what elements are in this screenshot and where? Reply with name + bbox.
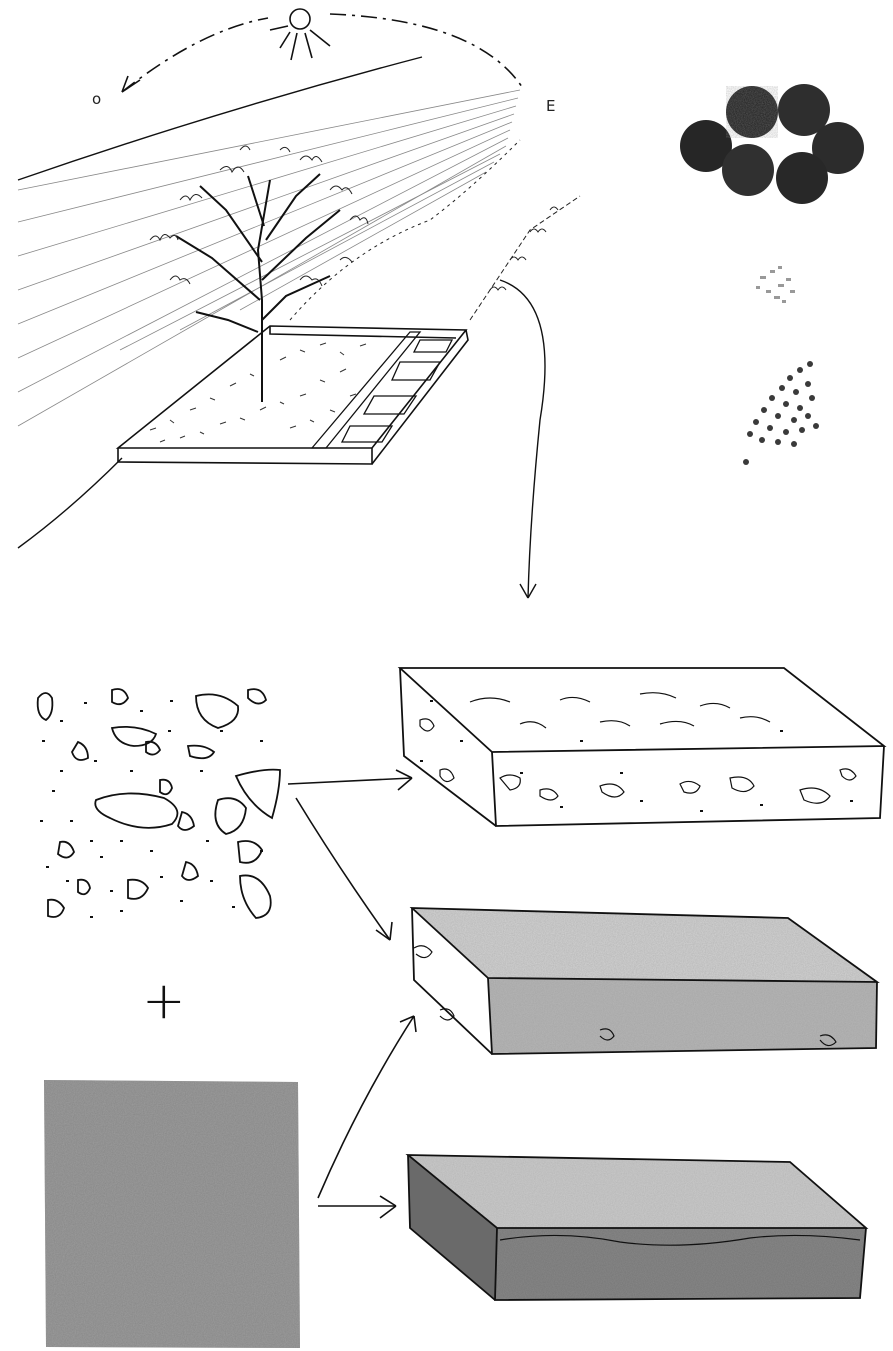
raised-bed-frame xyxy=(118,326,468,464)
sunlight-rays xyxy=(18,90,520,426)
fine-soil-swatch xyxy=(40,1078,304,1350)
gravel-soil-slab xyxy=(400,668,884,826)
fine-soil-slab xyxy=(400,1150,870,1310)
stepping-stone-path xyxy=(312,332,452,448)
flow-arrows xyxy=(288,770,416,1218)
sun-path xyxy=(122,14,524,92)
sun-icon xyxy=(270,9,330,60)
hedge-outline xyxy=(290,140,580,320)
plus-sign: + xyxy=(142,971,186,1031)
horizon-line xyxy=(18,57,422,180)
compass-west-label: o xyxy=(92,90,101,108)
callout-arrow xyxy=(500,280,545,598)
gravel-soil-swatch xyxy=(30,674,282,928)
compass-east-label: E xyxy=(546,97,555,115)
ground-edge-line xyxy=(18,458,122,548)
seed-beads-photo xyxy=(743,361,819,465)
soil-pellets-photo xyxy=(680,84,864,204)
mixed-soil-slab xyxy=(400,900,880,1060)
seed-flakes-photo xyxy=(756,266,795,303)
raised-bed-soil-texture xyxy=(150,343,366,442)
